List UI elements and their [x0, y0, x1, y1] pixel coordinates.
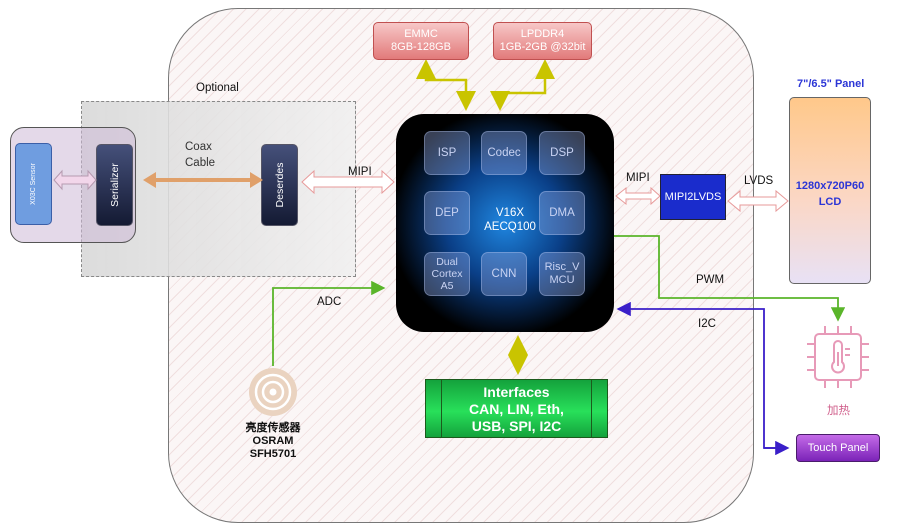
core-riscv: Risc_V MCU: [539, 252, 585, 296]
soc-chip: [396, 114, 614, 332]
lpddr-block: LPDDR4 1GB-2GB @32bit: [493, 22, 592, 60]
emmc-capacity: 8GB-128GB: [391, 41, 451, 53]
soc-grade: AECQ100: [484, 221, 536, 233]
core-riscv-l2: MCU: [549, 274, 575, 286]
lcd-label: 1280x720P60 LCD: [789, 178, 871, 210]
pwm-label: PWM: [696, 274, 725, 286]
core-dsp: DSP: [539, 131, 585, 175]
core-cortex: Dual Cortex A5: [424, 252, 470, 296]
core-dep: DEP: [424, 191, 470, 235]
serializer: Serializer: [96, 144, 133, 226]
lvds-arrow: [727, 189, 789, 213]
touch-panel: Touch Panel: [796, 434, 880, 462]
lcd-panel: [789, 97, 871, 284]
heater-label: 加热: [827, 405, 850, 417]
light-sensor-icon: [249, 368, 297, 416]
soc-title: V16X AECQ100: [460, 206, 560, 234]
lcd-resolution: 1280x720P60: [795, 180, 865, 192]
light-sensor-part: SFH5701: [249, 448, 297, 460]
emmc-title: EMMC: [404, 28, 438, 40]
mipi-out-arrow: [615, 186, 661, 206]
emmc-bus: [416, 59, 476, 111]
emmc-block: EMMC 8GB-128GB: [373, 22, 469, 60]
core-cnn: CNN: [481, 252, 527, 296]
light-sensor-cn: 亮度传感器: [245, 422, 301, 434]
mipi2lvds-bridge: MIPI2LVDS: [660, 174, 726, 220]
soc-name: V16X: [495, 207, 525, 219]
lpddr-bus: [490, 59, 555, 111]
sensor-serializer-arrow: [53, 169, 97, 191]
core-riscv-l1: Risc_V: [544, 261, 580, 273]
mipi-out-label: MIPI: [626, 172, 650, 184]
light-sensor-label: 亮度传感器 OSRAM SFH5701: [233, 422, 313, 461]
core-cortex-l2: Cortex: [431, 268, 463, 280]
core-isp: ISP: [424, 131, 470, 175]
lvds-label: LVDS: [744, 175, 774, 187]
mipi-in-arrow: [301, 169, 395, 195]
heater-icon: [807, 326, 869, 388]
mipi-in-label: MIPI: [348, 166, 372, 178]
interfaces-list-2: USB, SPI, I2C: [471, 418, 562, 434]
image-sensor: X03C Sensor: [15, 143, 52, 225]
coax-arrow-left: [143, 172, 156, 188]
core-codec: Codec: [481, 131, 527, 175]
optional-label: Optional: [196, 82, 239, 94]
lcd-type: LCD: [818, 196, 842, 208]
core-dma: DMA: [539, 191, 585, 235]
core-cortex-l3: A5: [440, 280, 454, 292]
deserializer: Deserdes: [261, 144, 298, 226]
interfaces-title: Interfaces: [483, 384, 550, 400]
coax-label: Coax: [185, 141, 212, 153]
core-cortex-l1: Dual: [436, 256, 458, 268]
light-sensor-brand: OSRAM: [252, 435, 294, 447]
interfaces-block: Interfaces CAN, LIN, Eth, USB, SPI, I2C: [425, 379, 608, 438]
interfaces-divider-right: [591, 379, 592, 438]
interfaces-list-1: CAN, LIN, Eth,: [469, 401, 564, 417]
cable-label: Cable: [185, 157, 216, 169]
adc-label: ADC: [317, 296, 342, 308]
adc-line: [272, 280, 386, 366]
lpddr-capacity: 1GB-2GB @32bit: [499, 41, 586, 53]
coax-arrow-right: [250, 172, 263, 188]
i2c-label: I2C: [698, 318, 716, 330]
pwm-line: [614, 235, 846, 322]
interfaces-divider-left: [441, 379, 442, 438]
panel-title: 7"/6.5" Panel: [797, 78, 865, 90]
lpddr-title: LPDDR4: [520, 28, 565, 40]
